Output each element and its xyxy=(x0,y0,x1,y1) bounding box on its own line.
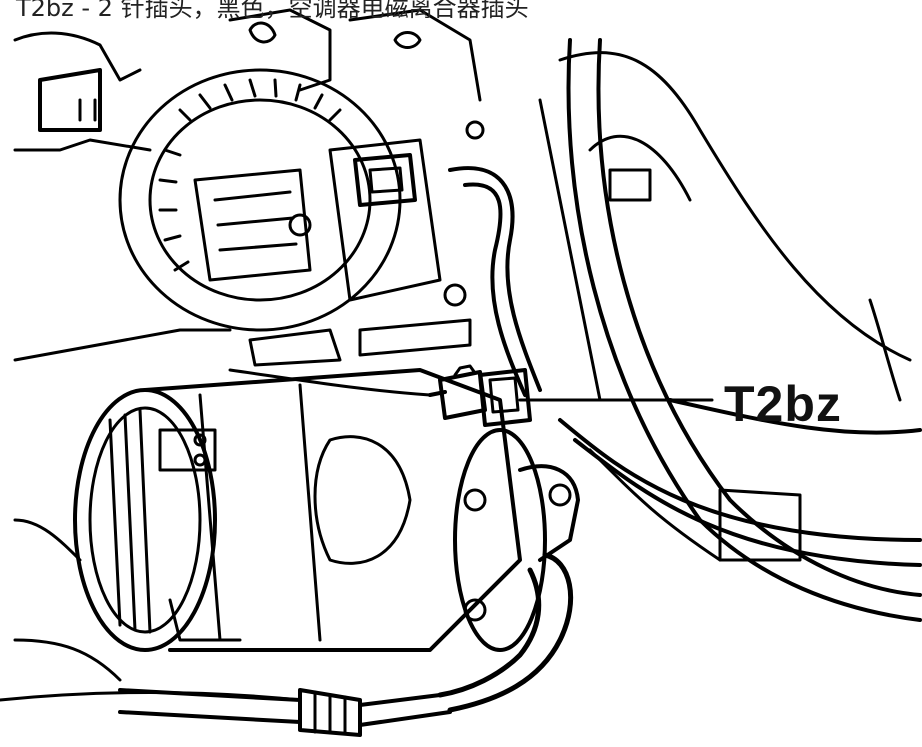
figure-caption: T2bz - 2 针插头，黑色，空调器电磁离合器插头 xyxy=(16,0,529,22)
engine-structure xyxy=(0,8,482,702)
compressor-pipe xyxy=(118,464,580,737)
refrigerant-hoses xyxy=(558,38,922,622)
wiring-harness xyxy=(228,166,542,397)
connector-callout-label: T2bz xyxy=(724,376,842,432)
connector-t2bz xyxy=(428,364,532,427)
ac-compressor xyxy=(73,368,547,652)
alternator xyxy=(118,68,485,367)
